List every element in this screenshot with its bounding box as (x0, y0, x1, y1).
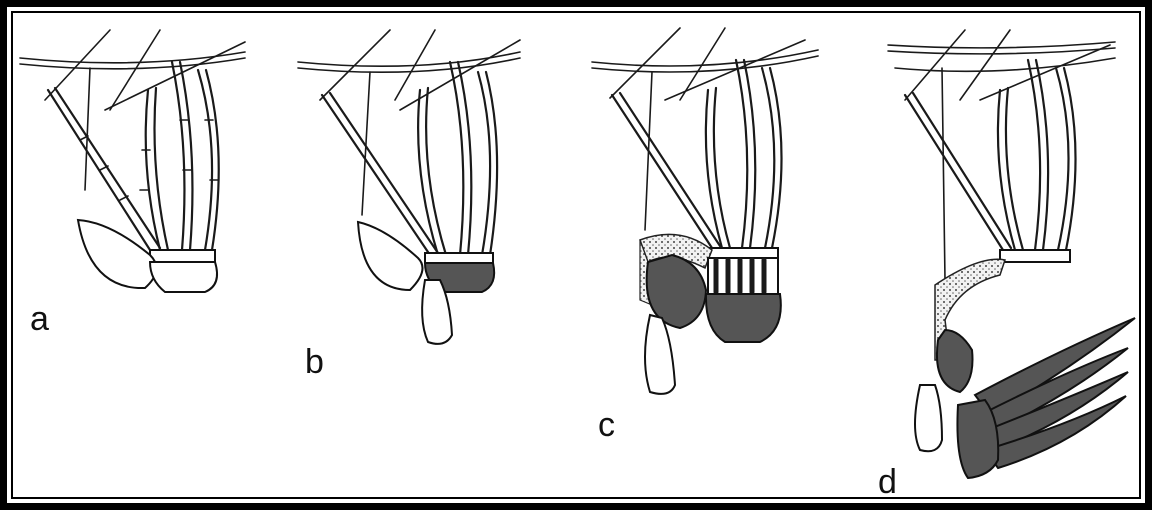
pouch (645, 315, 675, 394)
lobe-right (150, 262, 217, 292)
substrate-line (20, 52, 245, 63)
body-edge (85, 68, 90, 190)
panel-label-b: b (305, 345, 324, 379)
lobe-left (78, 220, 156, 288)
leg (172, 62, 184, 250)
lobe-shaded (706, 294, 781, 342)
leg (146, 90, 160, 250)
panel-label-d: d (878, 465, 897, 499)
panel-a-drawing (20, 30, 245, 292)
lobe-left (358, 222, 423, 290)
leg (198, 70, 212, 250)
base-plate (150, 250, 215, 262)
panel-label-a: a (30, 302, 49, 336)
pouch (915, 385, 942, 451)
spine (975, 318, 1135, 415)
panel-label-c: c (598, 408, 615, 442)
lobe-shaded (937, 330, 973, 392)
panel-b-drawing (298, 30, 520, 344)
panel-c-drawing (592, 28, 818, 394)
panel-d-drawing (888, 30, 1135, 478)
lobe-shaded (957, 400, 998, 478)
